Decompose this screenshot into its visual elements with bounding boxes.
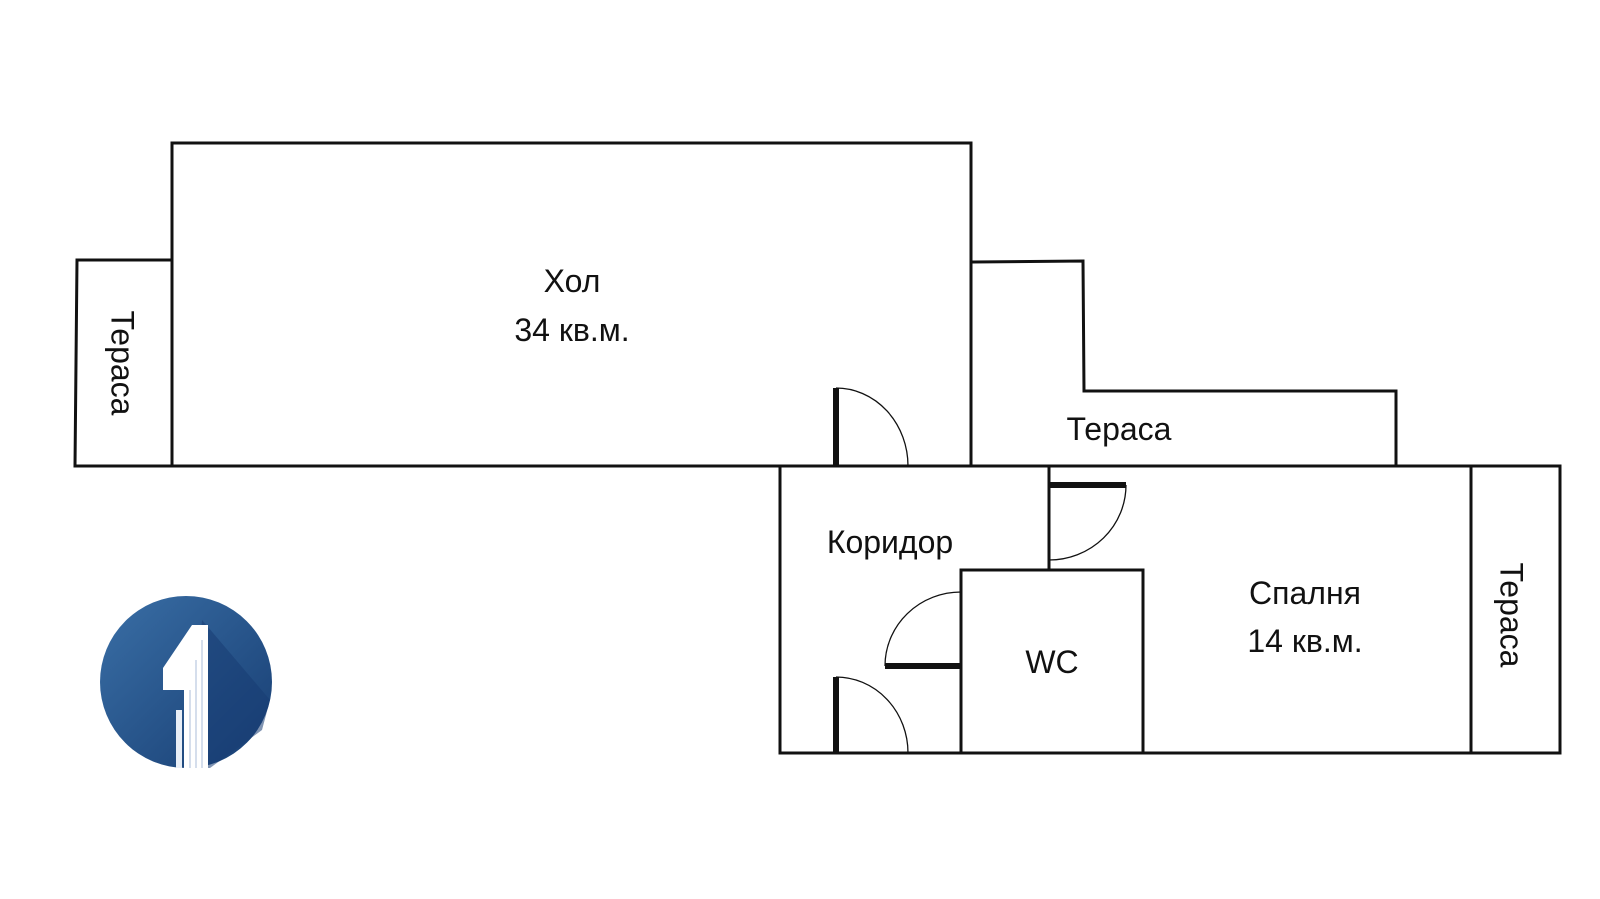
living-room-area: 34 кв.м. [514,312,629,348]
corridor-label: Коридор [827,524,953,560]
entrance-door [833,676,909,754]
living-room-wall [170,141,973,468]
middle-terrace-label: Тераса [1067,411,1172,447]
wc-door [884,591,962,669]
living-room-name: Хол [544,263,601,299]
building-number-one-logo-icon [100,596,272,768]
middle-terrace-wall [972,259,1398,468]
left-terrace-wall [73,258,174,468]
bedroom-area: 14 кв.м. [1247,623,1362,659]
bedroom-name: Спалня [1249,575,1361,611]
wc-label: WC [1025,644,1078,680]
bedroom-door [1048,482,1127,561]
wc-wall [959,568,1145,755]
left-terrace-label: Тераса [105,311,141,416]
living-room-door [833,387,909,467]
right-terrace-label: Тераса [1494,563,1530,668]
lower-section-wall [778,464,1562,755]
